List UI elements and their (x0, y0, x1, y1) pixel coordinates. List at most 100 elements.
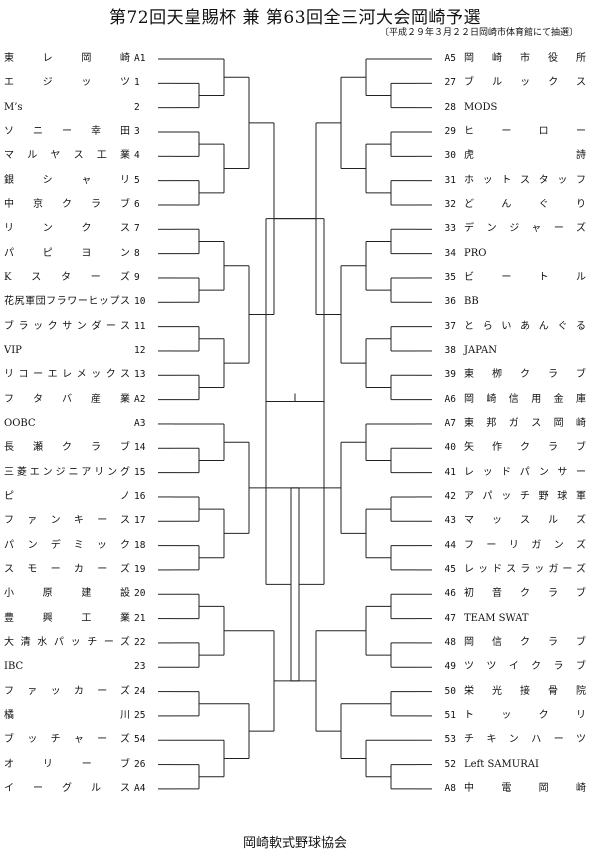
team-seed: 38 (444, 344, 456, 356)
team-name: パンデミック (4, 539, 130, 551)
team-seed: 35 (444, 271, 456, 283)
team-seed: 27 (444, 77, 456, 89)
team-seed: 30 (444, 150, 456, 162)
team-name: とらいあんぐる (464, 320, 586, 332)
team-seed: 50 (444, 685, 456, 697)
team-seed: 12 (134, 344, 146, 356)
team-name: ブラックサンダース (4, 320, 130, 332)
team-name: 栄光接骨院 (464, 685, 586, 697)
team-name: 三菱エンジニアリング (4, 466, 130, 478)
team-seed: 19 (134, 563, 146, 575)
team-name: マルヤス工業 (4, 150, 130, 162)
team-name: ヒーロー (464, 125, 586, 137)
team-seed: 44 (444, 539, 456, 551)
team-name: MODS (464, 101, 498, 113)
team-name: 花尻軍団フラワーヒップス (4, 296, 130, 308)
team-seed: 24 (134, 685, 146, 697)
team-seed: 40 (444, 442, 456, 454)
team-seed: 3 (134, 125, 140, 137)
team-name: BB (464, 296, 479, 308)
team-seed: 15 (134, 466, 146, 478)
team-seed: 39 (444, 369, 456, 381)
team-seed: 47 (444, 612, 456, 624)
team-seed: 14 (134, 442, 146, 454)
team-name: スモーカーズ (4, 563, 130, 575)
team-seed: 22 (134, 636, 146, 648)
team-seed: 54 (134, 734, 146, 746)
team-seed: 20 (134, 588, 146, 600)
team-name: JAPAN (464, 344, 498, 356)
team-name: トックリ (464, 709, 586, 721)
team-name: ツツイクラブ (464, 661, 586, 673)
team-name: フタバ産業 (4, 393, 130, 405)
team-name: ファッカーズ (4, 685, 130, 697)
team-seed: 8 (134, 247, 140, 259)
team-name: イーグルス (4, 782, 130, 794)
team-name: マッスルズ (464, 515, 586, 527)
team-name: 小原建設 (4, 588, 130, 600)
team-name: フーリガンズ (464, 539, 586, 551)
team-seed: 49 (444, 661, 456, 673)
team-seed: 51 (444, 709, 456, 721)
team-name: ホットスタッフ (464, 174, 586, 186)
team-name: レッドスラッガーズ (464, 563, 586, 575)
team-seed: A1 (134, 53, 146, 64)
organizer-name: 岡崎軟式野球協会 (242, 836, 347, 851)
team-seed: 45 (444, 563, 456, 575)
team-seed: A7 (444, 417, 456, 429)
team-name: 長瀬クラブ (4, 442, 130, 454)
team-name: 岡崎信用金庫 (464, 393, 586, 405)
team-name: 岡崎市役所 (464, 53, 586, 64)
team-seed: 42 (444, 490, 456, 502)
team-name: ファンキース (4, 515, 130, 527)
team-name: TEAM SWAT (464, 612, 529, 624)
team-seed: 21 (134, 612, 146, 624)
team-name: 矢作クラブ (464, 442, 586, 454)
team-seed: A4 (134, 782, 146, 794)
team-seed: 32 (444, 198, 456, 210)
team-seed: 13 (134, 369, 146, 381)
team-seed: 53 (444, 734, 456, 746)
team-name: 中京クラブ (4, 198, 130, 210)
team-name: どんぐり (464, 198, 586, 210)
team-seed: 41 (444, 466, 456, 478)
team-seed: 17 (134, 515, 146, 527)
team-seed: 18 (134, 539, 146, 551)
team-name: 初音クラブ (464, 588, 586, 600)
team-seed: 6 (134, 198, 140, 210)
team-name: 東栁クラブ (464, 369, 586, 381)
team-seed: 43 (444, 515, 456, 527)
team-seed: 34 (444, 247, 456, 259)
team-name: 銀シャリ (4, 174, 130, 186)
team-seed: 29 (444, 125, 456, 137)
team-seed: A6 (444, 393, 456, 405)
team-seed: 36 (444, 296, 456, 308)
team-name: ブッチャーズ (4, 734, 130, 746)
team-name: 大清水パッチーズ (4, 636, 130, 648)
team-seed: A5 (444, 53, 456, 64)
team-seed: 4 (134, 150, 140, 162)
team-seed: 2 (134, 101, 140, 113)
team-name: 岡信クラブ (464, 636, 586, 648)
team-seed: 5 (134, 174, 140, 186)
team-name: パピヨン (4, 247, 130, 259)
team-name: リコーエレメックス (4, 369, 130, 381)
team-seed: 25 (134, 709, 146, 721)
team-name: レッドパンサー (464, 466, 586, 478)
team-name: ブルックス (464, 77, 586, 89)
page-title: 第72回天皇賜杯 兼 第63回全三河大会岡崎予選 (108, 8, 482, 28)
team-name: デンジャーズ (464, 223, 586, 235)
team-name: 東邦ガス岡崎 (464, 417, 586, 429)
team-name: エジッツ (4, 77, 130, 89)
team-seed: 33 (444, 223, 456, 235)
team-name: リンクス (4, 223, 130, 235)
team-seed: 11 (134, 320, 146, 332)
team-name: アパッチ野球軍 (464, 490, 586, 502)
team-seed: 7 (134, 223, 140, 235)
team-name: ビートル (464, 271, 586, 283)
team-name: ピノ (4, 490, 130, 502)
team-name: IBC (4, 661, 24, 673)
team-seed: A8 (444, 782, 456, 794)
team-name: VIP (4, 344, 22, 356)
